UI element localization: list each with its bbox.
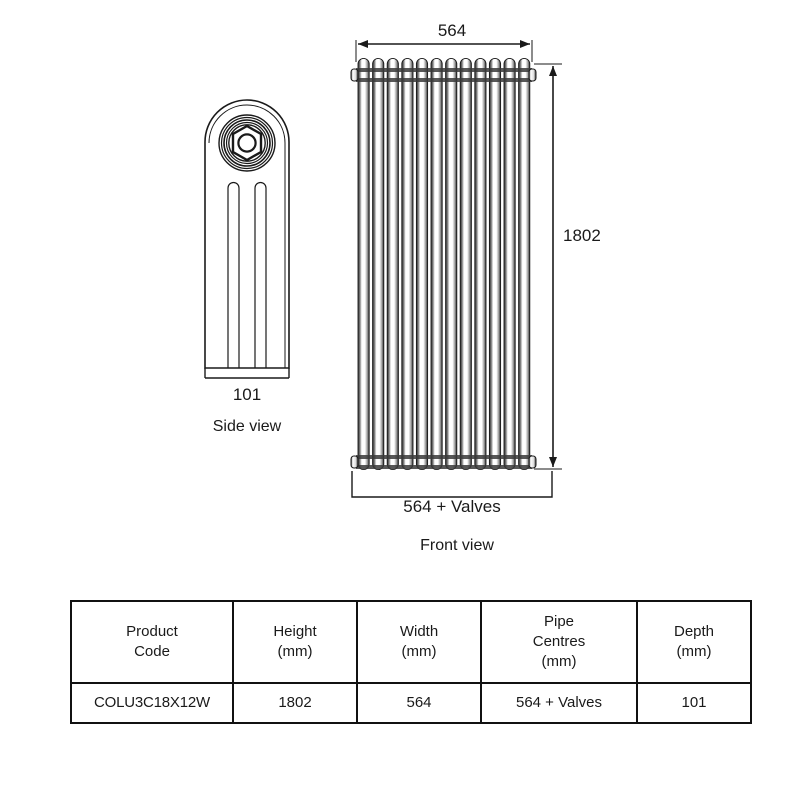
header-pipe-centres-line1: Pipe <box>543 612 575 630</box>
radiator-column <box>518 58 531 470</box>
radiator-column <box>459 58 472 470</box>
valve-fitting-icon <box>218 114 276 172</box>
radiator-column <box>488 58 502 470</box>
front-view-width-value: 564 <box>438 21 466 40</box>
header-height-line2: (mm) <box>277 643 313 660</box>
side-view-slot-right <box>254 181 267 368</box>
side-view-group: 101 Side view <box>204 99 290 435</box>
front-view-width-dimension: 564 <box>355 21 533 62</box>
radiator-end-caps <box>350 68 537 469</box>
spec-table-container: Product Code Height (mm) Width (mm) Pipe… <box>70 600 752 724</box>
radiator-column <box>357 58 370 470</box>
header-height: Height (mm) <box>232 600 358 684</box>
front-view-pipe-centres-value: 564 + Valves <box>403 497 501 516</box>
radiator-column <box>474 58 487 470</box>
header-width-line2: (mm) <box>401 643 437 660</box>
front-view-pipe-centres-dimension: 564 + Valves <box>351 471 553 516</box>
header-width-line1: Width <box>399 622 439 640</box>
header-pipe-centres-line2: Centres <box>532 632 586 650</box>
header-depth-line1: Depth <box>673 622 715 640</box>
front-view-height-value: 1802 <box>563 226 601 245</box>
side-view-label: Side view <box>213 418 282 435</box>
header-product-code: Product Code <box>70 600 234 684</box>
cell-product-code: COLU3C18X12W <box>70 682 234 724</box>
side-view-slot-left <box>227 181 240 368</box>
header-height-line1: Height <box>273 622 317 640</box>
side-view-depth-dimension: 101 <box>204 368 290 404</box>
radiator-manifolds <box>356 68 532 469</box>
header-product-code-line2: Code <box>134 643 170 660</box>
cell-height: 1802 <box>232 682 358 724</box>
side-view-body-outline <box>204 99 290 369</box>
cell-pipe-centres: 564 + Valves <box>480 682 638 724</box>
header-width: Width (mm) <box>356 600 482 684</box>
radiator-column <box>386 58 399 470</box>
front-view-height-dimension: 1802 <box>534 63 601 470</box>
cell-depth: 101 <box>636 682 752 724</box>
header-depth: Depth (mm) <box>636 600 752 684</box>
table-row: COLU3C18X12W 1802 564 564 + Valves 101 <box>70 682 752 724</box>
table-header-row: Product Code Height (mm) Width (mm) Pipe… <box>70 600 752 684</box>
header-product-code-line1: Product <box>126 622 178 640</box>
radiator-column <box>430 58 443 470</box>
header-pipe-centres: Pipe Centres (mm) <box>480 600 638 684</box>
radiator-column <box>401 58 414 470</box>
cell-width: 564 <box>356 682 482 724</box>
radiator-column <box>445 58 458 470</box>
side-view-inner-outline <box>208 104 286 368</box>
radiator-columns <box>357 58 531 470</box>
front-view-label: Front view <box>420 537 494 554</box>
radiator-column <box>415 58 429 470</box>
radiator-column <box>372 58 385 470</box>
valve-bore <box>237 133 257 153</box>
specification-table: Product Code Height (mm) Width (mm) Pipe… <box>70 600 752 724</box>
front-view-group: 564 1802 564 + Valves Front view <box>350 21 601 554</box>
radiator-column <box>503 58 516 470</box>
header-pipe-centres-line3: (mm) <box>541 653 577 671</box>
side-view-depth-value: 101 <box>233 385 261 404</box>
header-depth-line2: (mm) <box>676 643 712 660</box>
